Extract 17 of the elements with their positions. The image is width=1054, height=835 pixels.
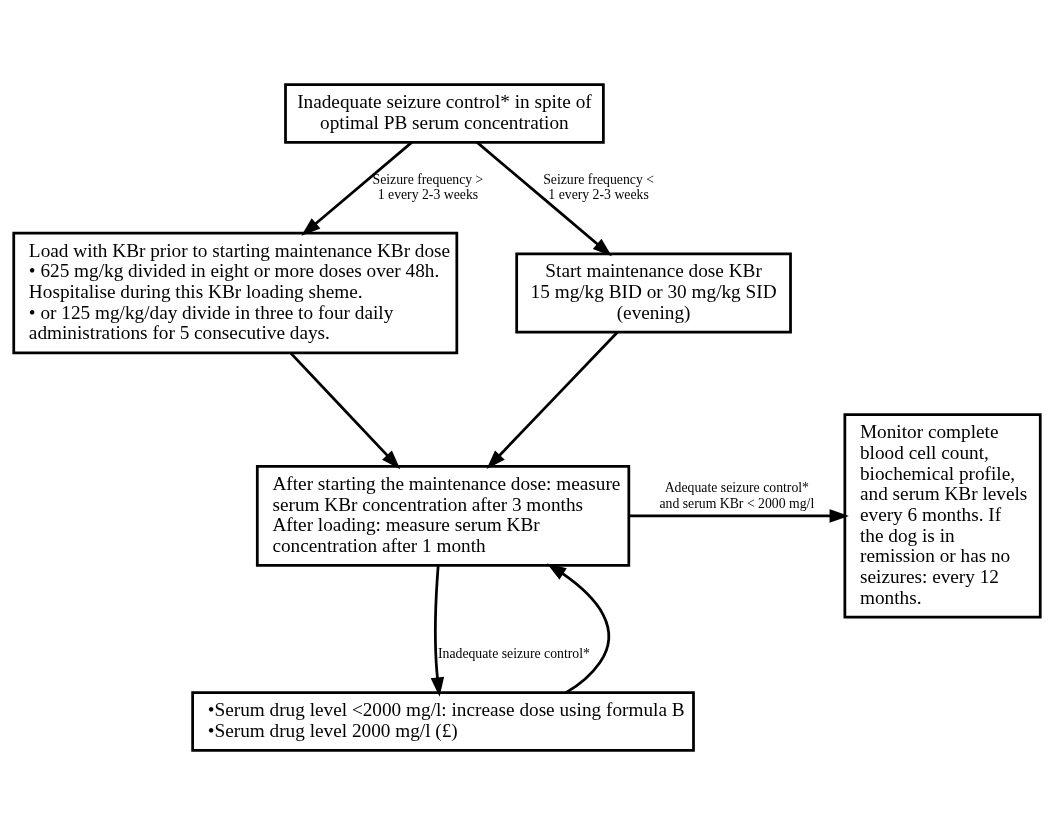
arrow (476, 141, 612, 257)
arrow (430, 565, 445, 697)
node-box: Load with KBr prior to starting maintenance KBr dose • 625 mg/kg divided in eight or more doses over 48h. Hospitalise during this KBr loading sheme. • or 125 mg/kg/day divide in three to four daily administrations for 5 consecutive days. (12, 231, 459, 355)
arrow (301, 141, 413, 236)
node-box: •Serum drug level <2000 mg/l: increase dose using formula B •Serum drug level 2000 mg/l (£) (191, 691, 695, 752)
node-box: Start maintenance dose KBr 15 mg/kg BID or 30 mg/kg SID (evening) (515, 252, 792, 334)
edge-label: Seizure frequency > 1 every 2-3 weeks (372, 171, 484, 202)
arrow (629, 509, 849, 523)
node-box: Monitor complete blood cell count, biochemical profile, and serum KBr levels every 6 months. If the dog is in remission or has no seizures: every 12 months. (843, 413, 1042, 619)
node-box: Inadequate seizure control* in spite of optimal PB serum concentration (284, 83, 605, 144)
arrow (486, 331, 619, 469)
edge-label: Seizure frequency < 1 every 2-3 weeks (543, 171, 654, 202)
arrow (289, 352, 401, 470)
arrow (546, 563, 611, 694)
edge-label: Inadequate seizure control* (437, 646, 590, 662)
edge-label: Adequate seizure control* and serum KBr < 2000 mg/l (659, 480, 815, 511)
node-box: After starting the maintenance dose: measure serum KBr concentration after 3 months After loading: measure serum KBr concentration after 1 month (255, 464, 631, 567)
